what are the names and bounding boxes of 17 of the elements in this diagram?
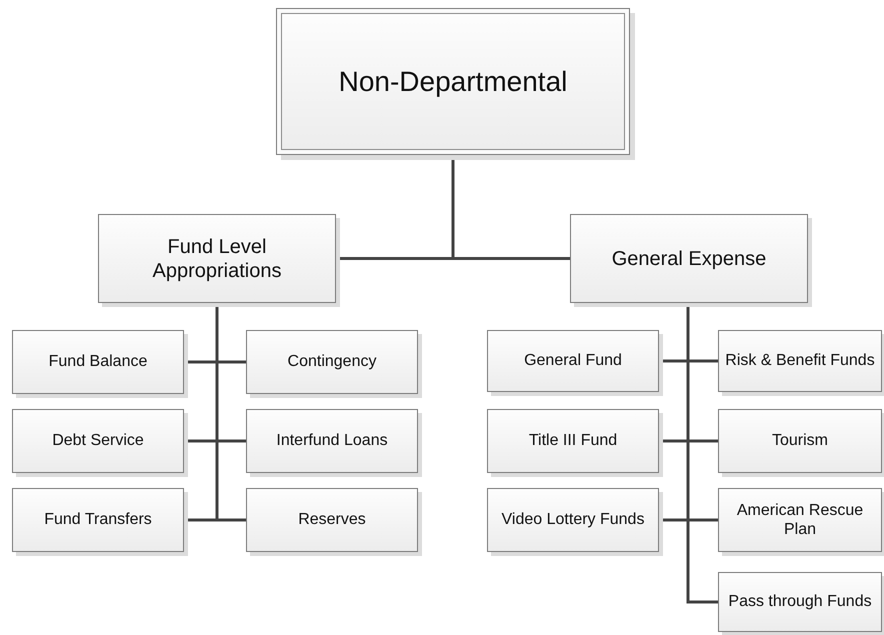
box-label: Fund Level Appropriations bbox=[152, 234, 282, 282]
box-label: Reserves bbox=[298, 510, 366, 530]
box-label: Title III Fund bbox=[528, 431, 618, 451]
box-label: American Rescue Plan bbox=[736, 500, 864, 540]
box-label: Fund Transfers bbox=[44, 510, 152, 530]
box-label: General Expense bbox=[612, 246, 766, 270]
org-box bbox=[718, 572, 882, 632]
box-label: Tourism bbox=[772, 431, 828, 451]
box-label: Fund Balance bbox=[48, 352, 148, 372]
box-label: Risk & Benefit Funds bbox=[725, 351, 875, 371]
box-label: Pass through Funds bbox=[728, 592, 872, 612]
box-label: Interfund Loans bbox=[276, 431, 388, 451]
box-label: Video Lottery Funds bbox=[502, 510, 644, 530]
box-label: General Fund bbox=[524, 351, 622, 371]
box-label: Non-Departmental bbox=[338, 64, 568, 98]
box-label: Debt Service bbox=[52, 431, 144, 451]
box-label: Contingency bbox=[288, 352, 376, 372]
